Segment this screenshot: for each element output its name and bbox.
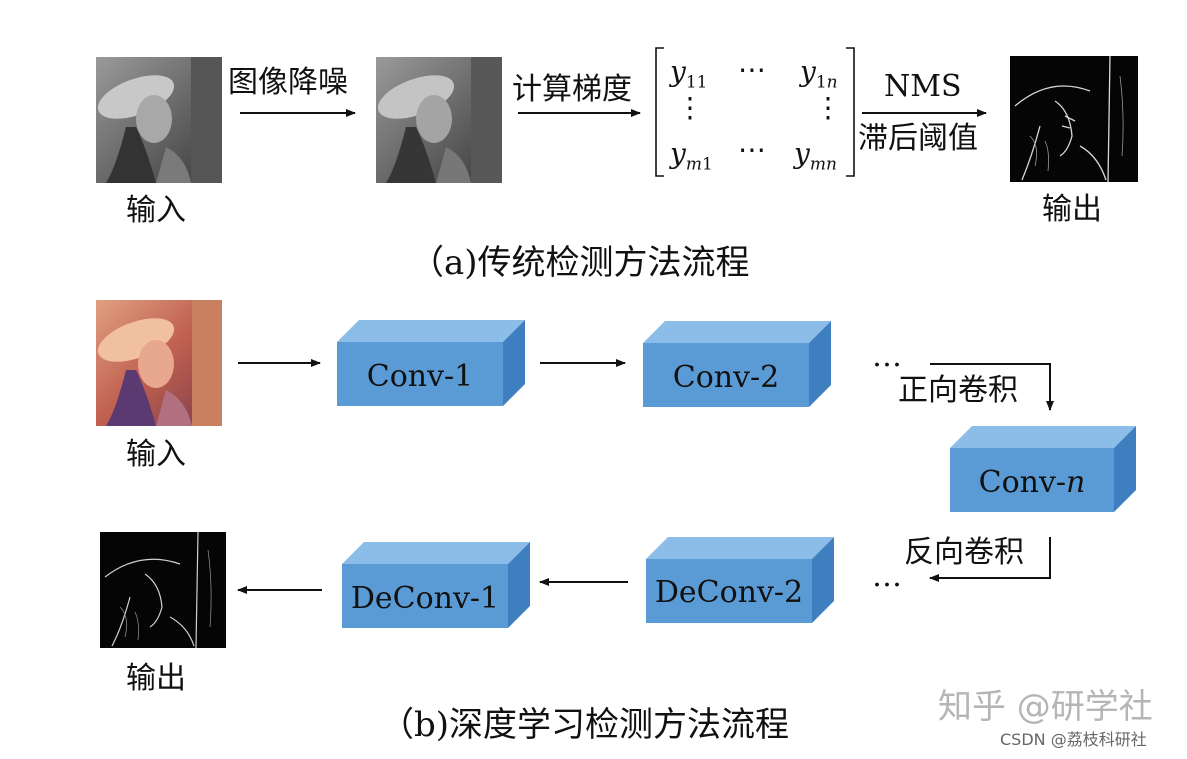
box-convn	[950, 426, 1136, 512]
output-label-a: 输出	[1042, 192, 1102, 227]
box-deconv1-label: DeConv-1	[350, 581, 500, 616]
box-deconv2-label: DeConv-2	[654, 575, 804, 610]
matrix-y1n: y1n	[800, 55, 838, 93]
input-photo-gray	[96, 57, 222, 183]
step-denoise-label: 图像降噪	[228, 65, 348, 100]
step-nms-label: NMS	[884, 69, 962, 104]
matrix-hdots-top: ⋯	[738, 53, 766, 86]
arrow-backward-conv	[929, 537, 1051, 582]
watermark-csdn: CSDN @荔枝科研社	[1000, 730, 1147, 749]
box-deconv2	[646, 537, 834, 623]
matrix-vdots-right: ⋮	[814, 91, 842, 124]
input-label-a: 输入	[126, 193, 186, 228]
matrix-vdots-left: ⋮	[676, 91, 704, 124]
matrix-ym1: ym1	[670, 137, 713, 175]
arrow-forward-conv	[930, 363, 1054, 411]
matrix-brackets	[655, 47, 855, 177]
step-threshold-label: 滞后阈值	[858, 121, 978, 156]
box-deconv1	[342, 542, 530, 628]
matrix-hdots-bottom: ⋯	[738, 133, 766, 166]
input-photo-color	[96, 300, 222, 426]
caption-b: （b)深度学习检测方法流程	[380, 705, 790, 745]
edge-output-photo-a	[1010, 56, 1138, 182]
output-label-b: 输出	[126, 661, 186, 696]
watermark-zhihu: 知乎 @研学社	[938, 687, 1153, 727]
step-gradient-label: 计算梯度	[512, 72, 632, 107]
matrix-ymn: ymn	[794, 137, 837, 175]
box-conv2	[643, 321, 831, 407]
input-label-b: 输入	[126, 437, 186, 472]
box-conv1	[337, 320, 525, 406]
ellipsis-forward: …	[872, 339, 902, 374]
matrix-y11: y11	[670, 55, 708, 93]
backward-conv-label: 反向卷积	[904, 535, 1024, 570]
box-conv1-label: Conv-1	[366, 359, 474, 394]
denoised-photo-gray	[376, 57, 502, 183]
caption-a: （a)传统检测方法流程	[410, 243, 750, 283]
ellipsis-backward: …	[872, 559, 902, 594]
box-conv2-label: Conv-2	[672, 360, 780, 395]
forward-conv-label: 正向卷积	[898, 373, 1018, 408]
edge-output-photo-b	[100, 532, 226, 648]
box-convn-label: Conv-n	[978, 465, 1086, 500]
